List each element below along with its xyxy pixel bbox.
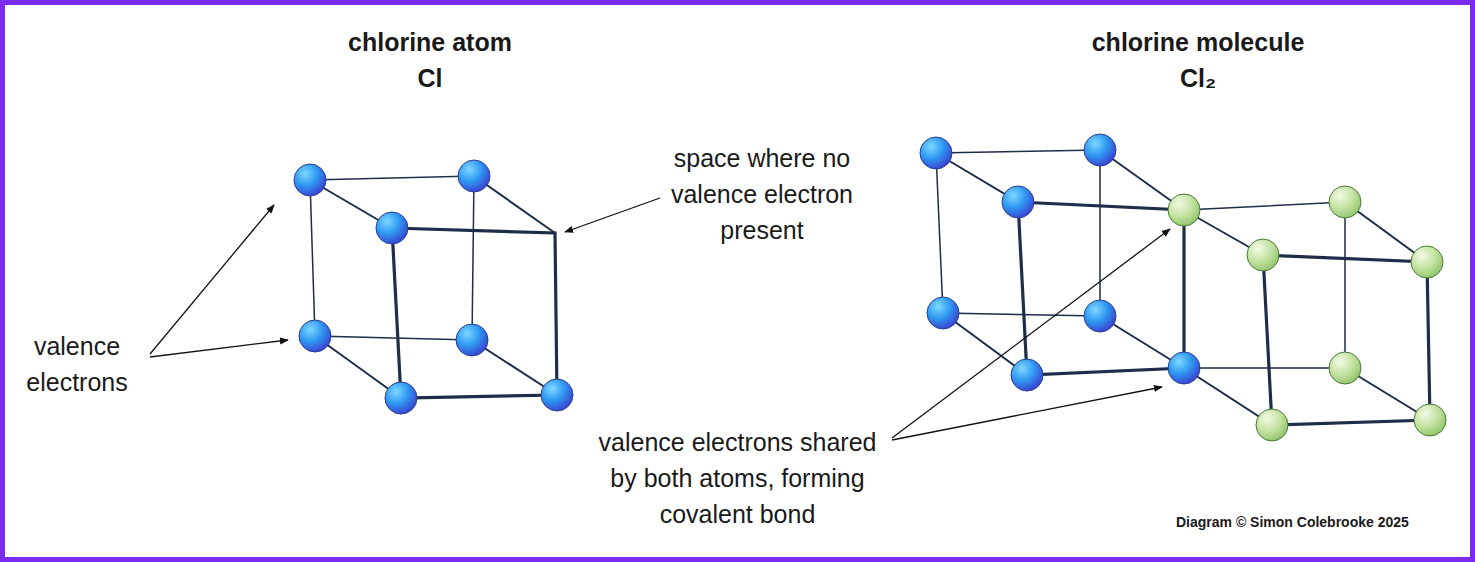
formula: Cl₂ [1048, 60, 1348, 96]
page-frame [3, 3, 1473, 560]
callout-note: valence electrons shared by both atoms, … [590, 424, 885, 532]
valence-electrons [920, 134, 1200, 391]
atom-cube [310, 176, 557, 398]
callout-note: valence electrons [0, 328, 154, 400]
formula: Cl [280, 60, 580, 96]
valence-electrons [1168, 186, 1446, 441]
molecule-cubes [936, 150, 1430, 425]
copyright-note: Diagram © Simon Colebrooke 2025 [1176, 512, 1456, 532]
heading: chlorine molecule [1048, 24, 1348, 60]
leader-arrows [150, 198, 1170, 440]
callout-note: space where no valence electron present [647, 140, 877, 248]
valence-electrons [294, 160, 573, 414]
heading: chlorine atom [280, 24, 580, 60]
